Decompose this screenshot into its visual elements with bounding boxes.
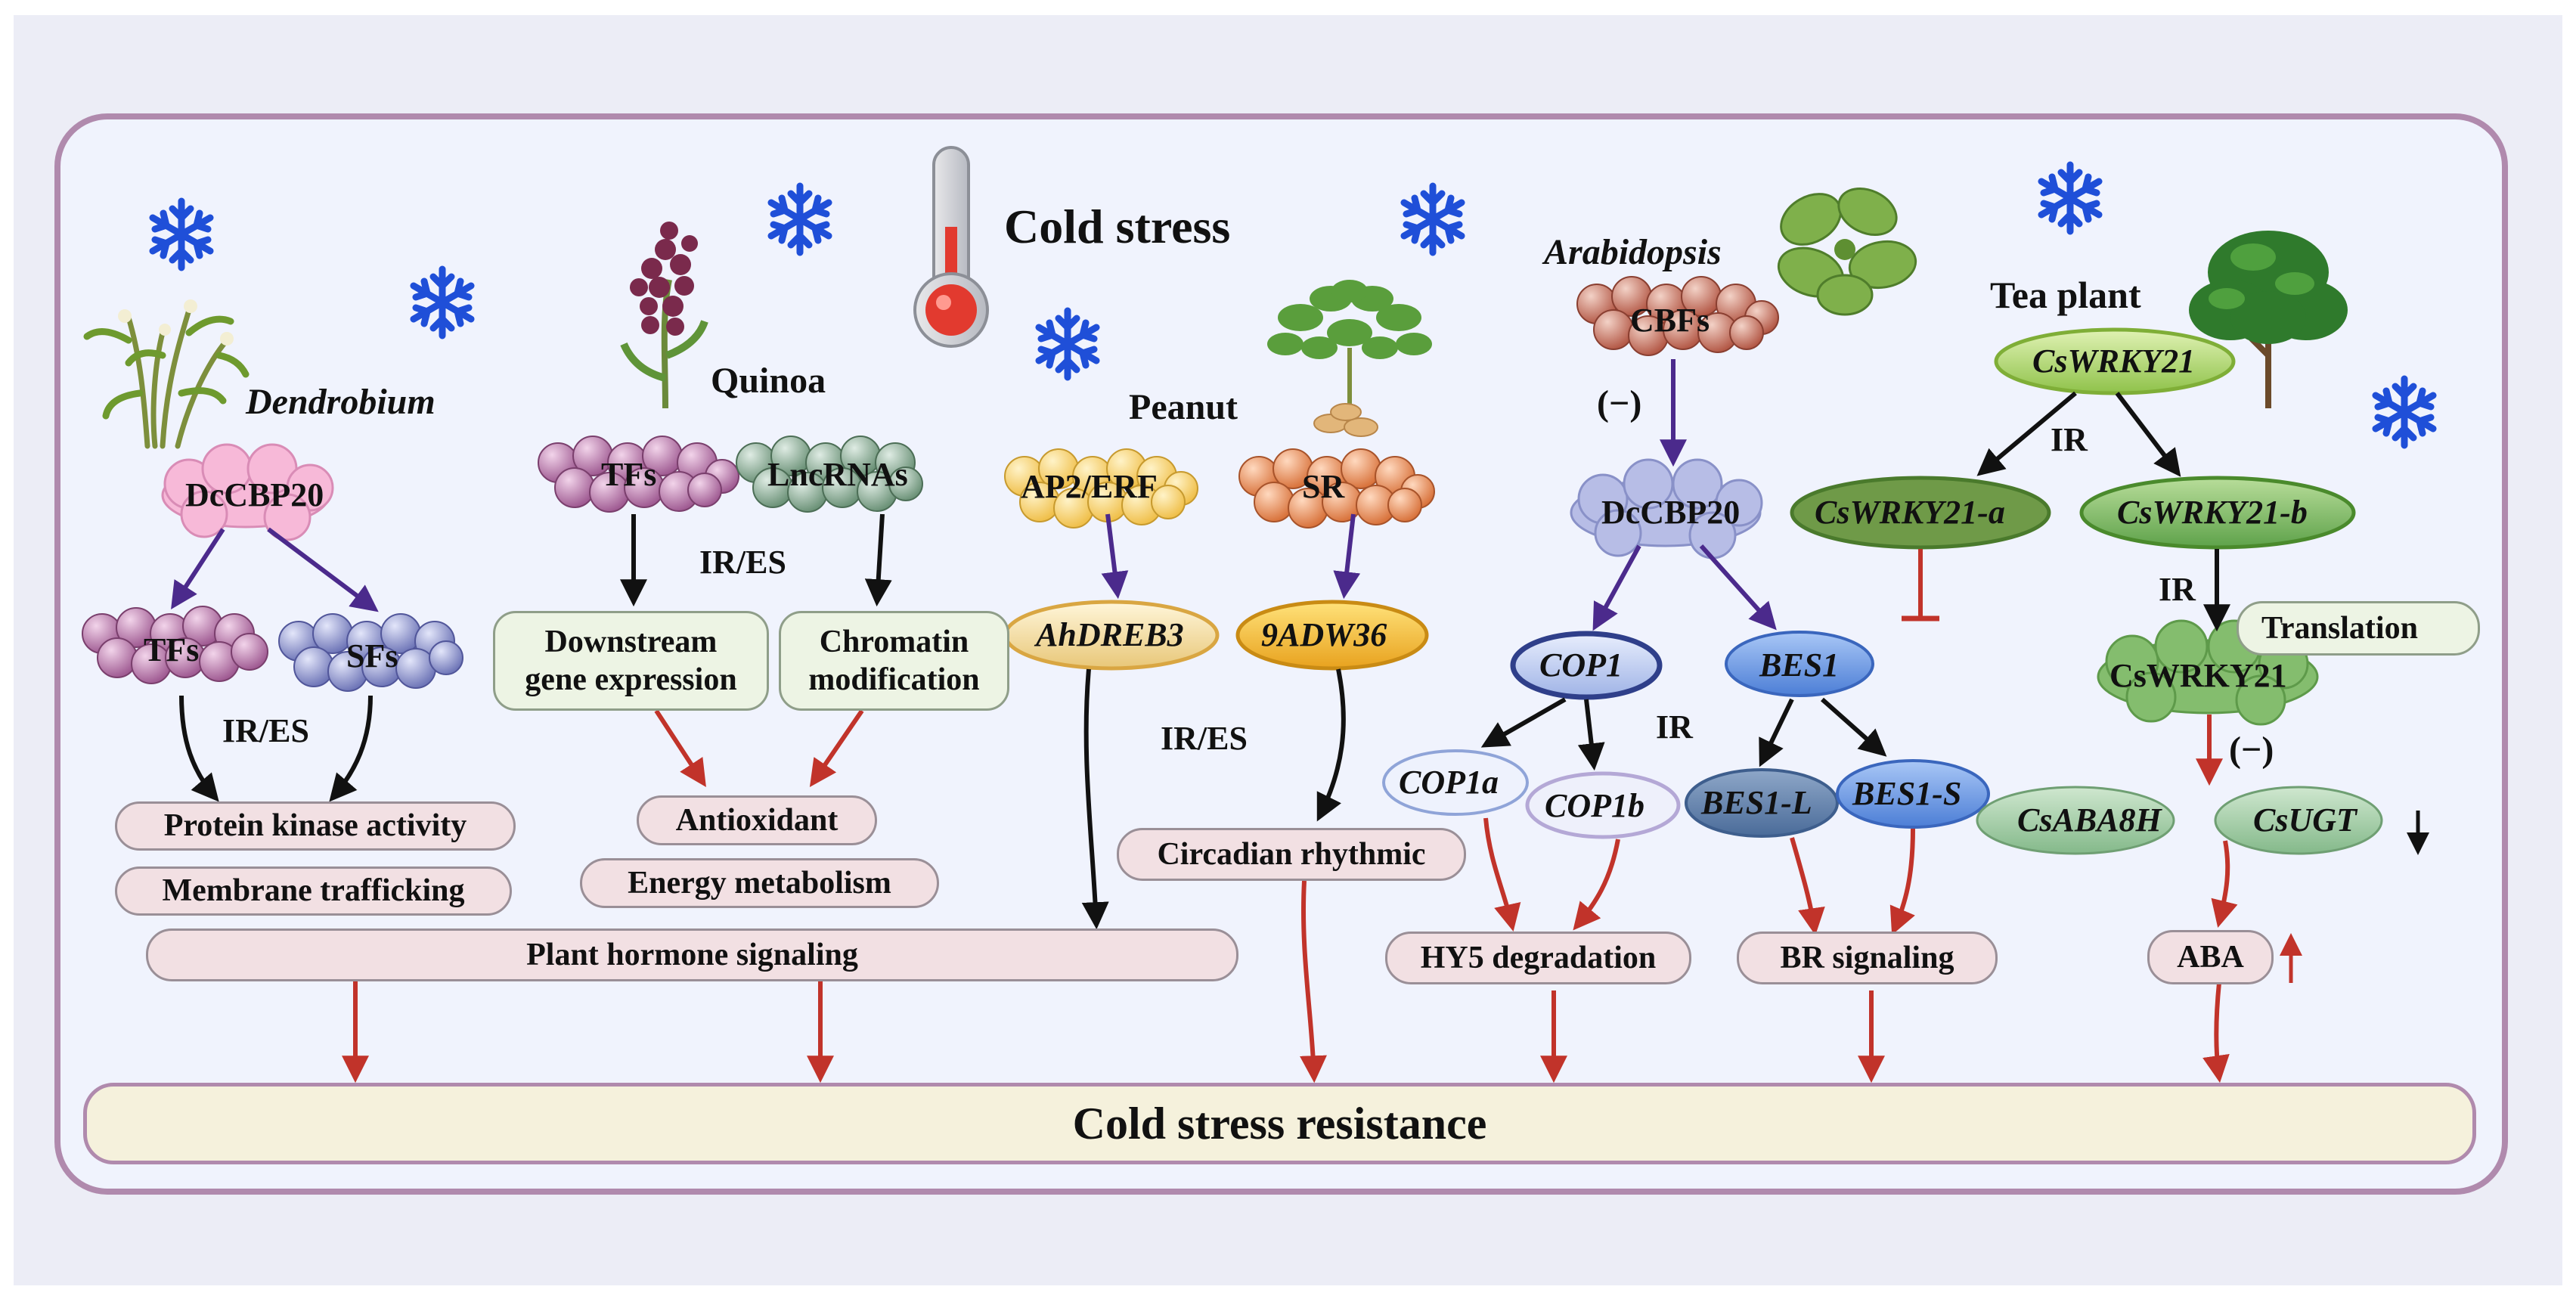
cswrky21-a-label: CsWRKY21-a	[1815, 494, 2005, 531]
bes1-s-ellipse	[1836, 759, 1990, 829]
peanut-ap2erf-label: AP2/ERF	[1021, 468, 1158, 505]
translation-box: Translation	[2237, 601, 2480, 656]
dendrobium-mode-label: IR/ES	[222, 712, 309, 749]
quinoa-arrows	[620, 513, 892, 788]
9adw36-ellipse	[1235, 600, 1429, 671]
arabidopsis-label: Arabidopsis	[1544, 232, 1722, 272]
cswrky21-gene-label: CsWRKY21	[2032, 343, 2196, 380]
snowflake-icon	[1039, 311, 1096, 377]
csaba8h-ellipse	[1976, 786, 2175, 855]
quinoa-lncrnas-cluster	[736, 436, 923, 513]
arabidopsis-dccbp20-label: DcCBP20	[1601, 494, 1741, 531]
snowflake-icon	[2041, 165, 2099, 231]
tea-plant-label: Tea plant	[1990, 274, 2141, 316]
cop1b-ellipse	[1525, 771, 1681, 839]
hormone-arrows	[342, 981, 834, 1083]
dendrobium-tfs-label: TFs	[144, 631, 200, 668]
cswrky21-protein-label: CsWRKY21	[2109, 657, 2287, 694]
cswrky21-b-label: CsWRKY21-b	[2117, 494, 2308, 531]
quinoa-plant-icon	[620, 222, 708, 409]
downstream-gene-expression-box: Downstream gene expression	[493, 611, 769, 711]
snowflake-icon	[771, 186, 829, 253]
bes1-label: BES1	[1759, 646, 1840, 684]
quinoa-tfs-label: TFs	[601, 456, 657, 493]
cop1a-label: COP1a	[1399, 764, 1499, 801]
snowflake-icon	[414, 269, 471, 336]
energy-metabolism-box: Energy metabolism	[580, 858, 939, 908]
translation-label: Translation	[2261, 610, 2418, 646]
peanut-ap2erf-cluster	[1004, 448, 1198, 529]
cswrky21-gene-ellipse	[1994, 327, 2236, 395]
quinoa-lncrnas-label: LncRNAs	[767, 456, 908, 493]
dendrobium-dccbp20-cloud	[161, 443, 334, 541]
peanut-sr-label: SR	[1302, 468, 1345, 505]
dendrobium-plant-icon	[83, 299, 250, 449]
bes1-ellipse	[1725, 631, 1874, 697]
csaba8h-label: CsABA8H	[2017, 801, 2162, 839]
quinoa-label: Quinoa	[711, 361, 826, 401]
dendrobium-dccbp20-label: DcCBP20	[185, 476, 324, 513]
snowflake-icon	[2376, 379, 2433, 445]
cswrky21-b-ellipse	[2079, 476, 2356, 550]
circadian-rhythmic-box: Circadian rhythmic	[1117, 828, 1466, 881]
peanut-arrows	[1081, 513, 1361, 1083]
thermometer-icon	[913, 146, 989, 348]
protein-kinase-activity-box: Protein kinase activity	[115, 801, 516, 851]
antioxidant-box: Antioxidant	[637, 795, 877, 845]
quinoa-tfs-cluster	[538, 436, 739, 513]
peanut-plant-icon	[1267, 280, 1432, 437]
snowflake-icon	[153, 201, 210, 268]
br-signaling-box: BR signaling	[1737, 932, 1998, 984]
cop1a-ellipse	[1382, 749, 1529, 816]
peanut-mode-label: IR/ES	[1161, 720, 1248, 757]
bes1-s-label: BES1-S	[1852, 775, 1962, 812]
dendrobium-label: Dendrobium	[246, 382, 436, 422]
arabidopsis-plant-icon	[1777, 188, 1917, 316]
membrane-trafficking-box: Membrane trafficking	[115, 866, 512, 916]
dendrobium-arrows	[171, 527, 379, 802]
chromatin-modification-box: Chromatin modification	[779, 611, 1009, 711]
hy5-degradation-box: HY5 degradation	[1385, 932, 1691, 984]
9adw36-label: 9ADW36	[1261, 616, 1387, 653]
arabidopsis-mode-label: IR	[1656, 708, 1693, 746]
arabidopsis-cbfs-label: CBFs	[1630, 302, 1710, 339]
peanut-sr-cluster	[1238, 448, 1435, 529]
tea-regulation-label: (−)	[2229, 730, 2274, 770]
arabidopsis-cbfs-cluster	[1576, 276, 1779, 356]
tea-plant-icon	[2189, 231, 2348, 408]
dendrobium-tfs-cluster	[82, 606, 268, 684]
snowflake-icon	[1404, 186, 1462, 253]
tea-mode-label-2: IR	[2159, 571, 2196, 608]
peanut-label: Peanut	[1129, 387, 1238, 427]
cop1-label: COP1	[1539, 646, 1623, 684]
aba-box: ABA	[2147, 930, 2274, 984]
dendrobium-sfs-cluster	[278, 613, 463, 692]
tea-cswrky21-protein-cloud	[2097, 619, 2319, 726]
plant-hormone-signaling-box: Plant hormone signaling	[146, 928, 1238, 981]
csugt-label: CsUGT	[2253, 801, 2357, 839]
cswrky21-a-ellipse	[1790, 476, 2051, 550]
quinoa-mode-label: IR/ES	[699, 544, 786, 581]
bes1-l-label: BES1-L	[1701, 784, 1812, 821]
ahdreb3-label: AhDREB3	[1036, 616, 1184, 653]
tea-mode-label: IR	[2051, 421, 2088, 458]
cop1b-label: COP1b	[1545, 787, 1644, 824]
page-title: Cold stress	[1004, 200, 1231, 253]
bes1-l-ellipse	[1685, 768, 1839, 838]
dendrobium-sfs-label: SFs	[346, 637, 398, 674]
csugt-ellipse	[2214, 786, 2383, 855]
arabidopsis-regulation-label: (−)	[1597, 383, 1642, 423]
tea-arrows	[1902, 391, 2238, 1083]
cold-stress-resistance-box: Cold stress resistance	[83, 1083, 2476, 1164]
arabidopsis-arrows	[1480, 359, 1915, 1083]
cop1-ellipse	[1510, 631, 1663, 700]
arabidopsis-dccbp20-cloud	[1570, 458, 1763, 560]
